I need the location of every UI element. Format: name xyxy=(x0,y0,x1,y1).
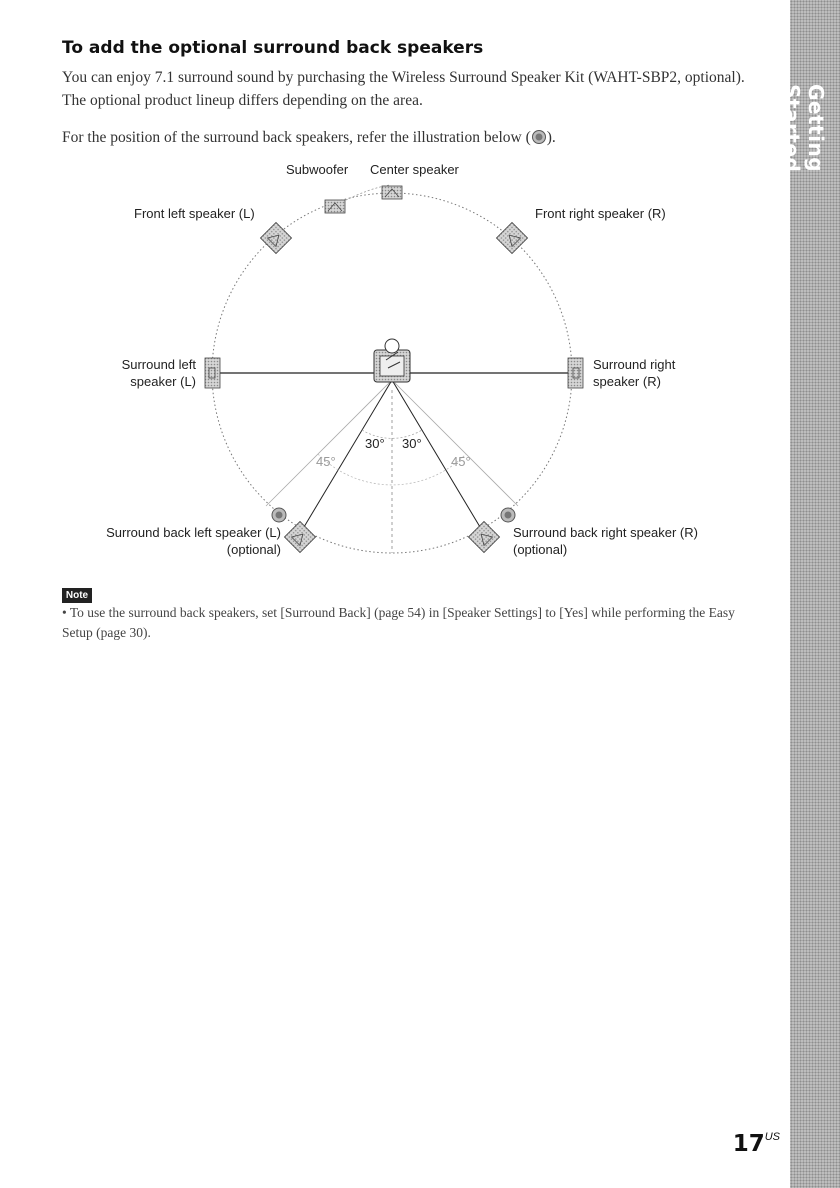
label-back-left-line2: (optional) xyxy=(227,542,281,557)
chapter-sidebar: Getting Started xyxy=(780,0,840,1188)
label-back-left-line1: Surround back left speaker (L) xyxy=(106,525,281,540)
label-front-right: Front right speaker (R) xyxy=(535,206,666,221)
subwoofer-icon xyxy=(324,199,346,214)
line-45-left xyxy=(265,379,393,507)
front-right-speaker-icon xyxy=(495,221,529,255)
angle-label-30-left: 30° xyxy=(365,436,385,451)
surround-back-right-speaker-icon xyxy=(467,520,501,554)
angle-label-30-right: 30° xyxy=(402,436,422,451)
line-30-right xyxy=(391,379,487,538)
label-surround-right-line1: Surround right xyxy=(593,357,676,372)
label-surround-left-line1: Surround left xyxy=(122,357,197,372)
label-center-speaker: Center speaker xyxy=(370,162,460,177)
front-left-speaker-icon xyxy=(259,221,293,255)
position-text-after: ). xyxy=(546,129,556,146)
note-text: • To use the surround back speakers, set… xyxy=(62,605,735,640)
label-back-right-line1: Surround back right speaker (R) xyxy=(513,525,698,540)
subwoofer-link xyxy=(341,184,391,203)
arc-30 xyxy=(361,429,423,439)
page-number: 17US xyxy=(733,1131,780,1157)
label-surround-left-line2: speaker (L) xyxy=(130,374,196,389)
surround-back-left-marker-icon xyxy=(271,507,287,523)
page-number-value: 17 xyxy=(732,1131,765,1157)
label-subwoofer: Subwoofer xyxy=(286,162,349,177)
speaker-layout-diagram: Subwoofer Center speaker Front left spea… xyxy=(106,162,698,557)
surround-back-right-marker-icon xyxy=(500,507,516,523)
section-heading: To add the optional surround back speake… xyxy=(62,38,484,58)
chapter-label: Getting Started xyxy=(780,84,828,173)
surround-back-left-speaker-icon xyxy=(283,520,317,554)
surround-back-speaker-icon xyxy=(531,130,546,144)
page-number-suffix: US xyxy=(764,1131,780,1143)
intro-paragraph: You can enjoy 7.1 surround sound by purc… xyxy=(62,69,745,109)
angle-label-45-right: 45° xyxy=(451,454,471,469)
label-surround-right-line2: speaker (R) xyxy=(593,374,661,389)
surround-left-speaker-icon xyxy=(204,357,221,389)
label-back-right-line2: (optional) xyxy=(513,542,567,557)
note-badge: Note xyxy=(62,588,92,603)
label-front-left: Front left speaker (L) xyxy=(134,206,255,221)
angle-label-45-left: 45° xyxy=(316,454,336,469)
position-text-before: For the position of the surround back sp… xyxy=(62,129,531,146)
line-45-right xyxy=(391,379,519,507)
position-paragraph: For the position of the surround back sp… xyxy=(62,126,762,149)
center-speaker-icon xyxy=(381,185,403,200)
line-30-left xyxy=(297,379,393,538)
surround-right-speaker-icon xyxy=(567,357,584,389)
arc-45 xyxy=(317,453,467,486)
listener-chair-icon xyxy=(373,338,411,383)
